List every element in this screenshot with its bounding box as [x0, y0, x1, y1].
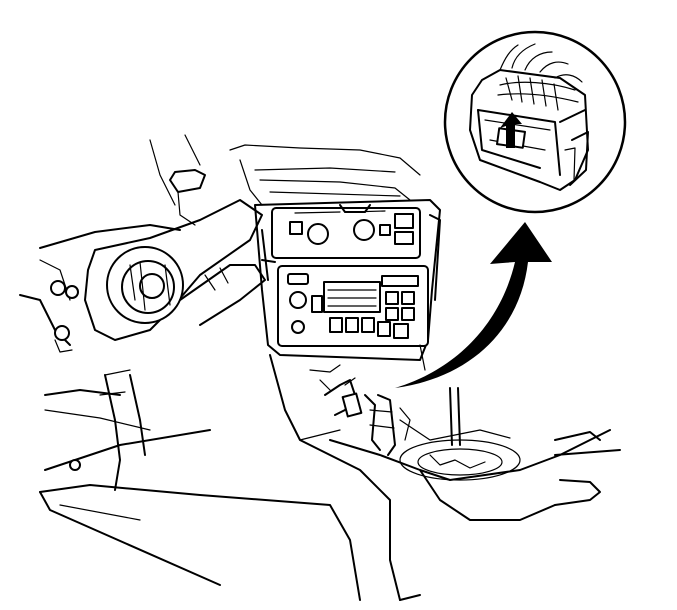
dashboard [19, 134, 621, 601]
detail-inset [443, 30, 627, 214]
wiring-harness [309, 364, 411, 456]
callout-arrow [395, 222, 552, 388]
radio-stack [254, 199, 441, 371]
steering-column [50, 169, 266, 491]
